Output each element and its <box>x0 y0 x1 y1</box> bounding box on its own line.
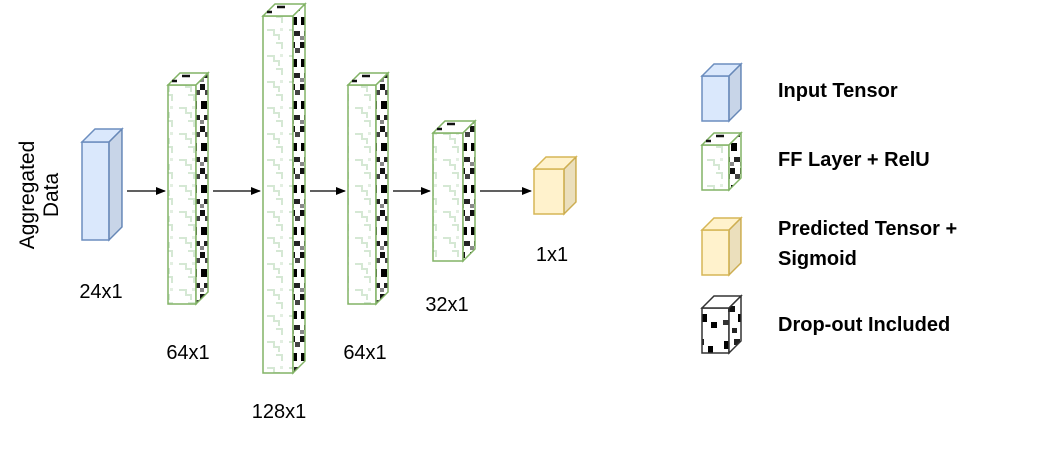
layer-size-label: 32x1 <box>425 294 468 316</box>
layer-size-labels: 24x1 64x1 128x1 64x1 32x1 1x1 <box>79 244 568 423</box>
legend-label: Drop-out Included <box>778 314 950 336</box>
layer-block-input <box>80 127 124 242</box>
legend-label: Input Tensor <box>778 80 898 102</box>
layer-size-label: 1x1 <box>536 244 568 266</box>
legend-label: FF Layer + RelU <box>778 149 930 171</box>
layer-block-ff <box>346 71 390 306</box>
legend: Input Tensor FF Layer + RelU Predicted Ten… <box>700 62 957 355</box>
layer-blocks <box>80 2 578 375</box>
layer-size-label: 128x1 <box>252 401 307 423</box>
input-label-line: Data <box>40 173 63 218</box>
layer-size-label: 64x1 <box>343 342 386 364</box>
legend-swatch-dropout <box>700 294 743 355</box>
layer-block-ff <box>261 2 307 375</box>
input-label-line: Aggregated <box>16 141 39 250</box>
legend-label: Predicted Tensor + <box>778 218 957 240</box>
layer-block-output <box>532 155 578 216</box>
layer-block-ff <box>166 71 210 306</box>
layer-block-ff <box>431 119 477 263</box>
legend-swatch-output <box>700 216 743 277</box>
legend-swatch-ff <box>700 131 743 192</box>
layer-size-label: 24x1 <box>79 281 122 303</box>
legend-swatch-input <box>700 62 743 123</box>
legend-label: Sigmoid <box>778 248 857 270</box>
layer-size-label: 64x1 <box>166 342 209 364</box>
